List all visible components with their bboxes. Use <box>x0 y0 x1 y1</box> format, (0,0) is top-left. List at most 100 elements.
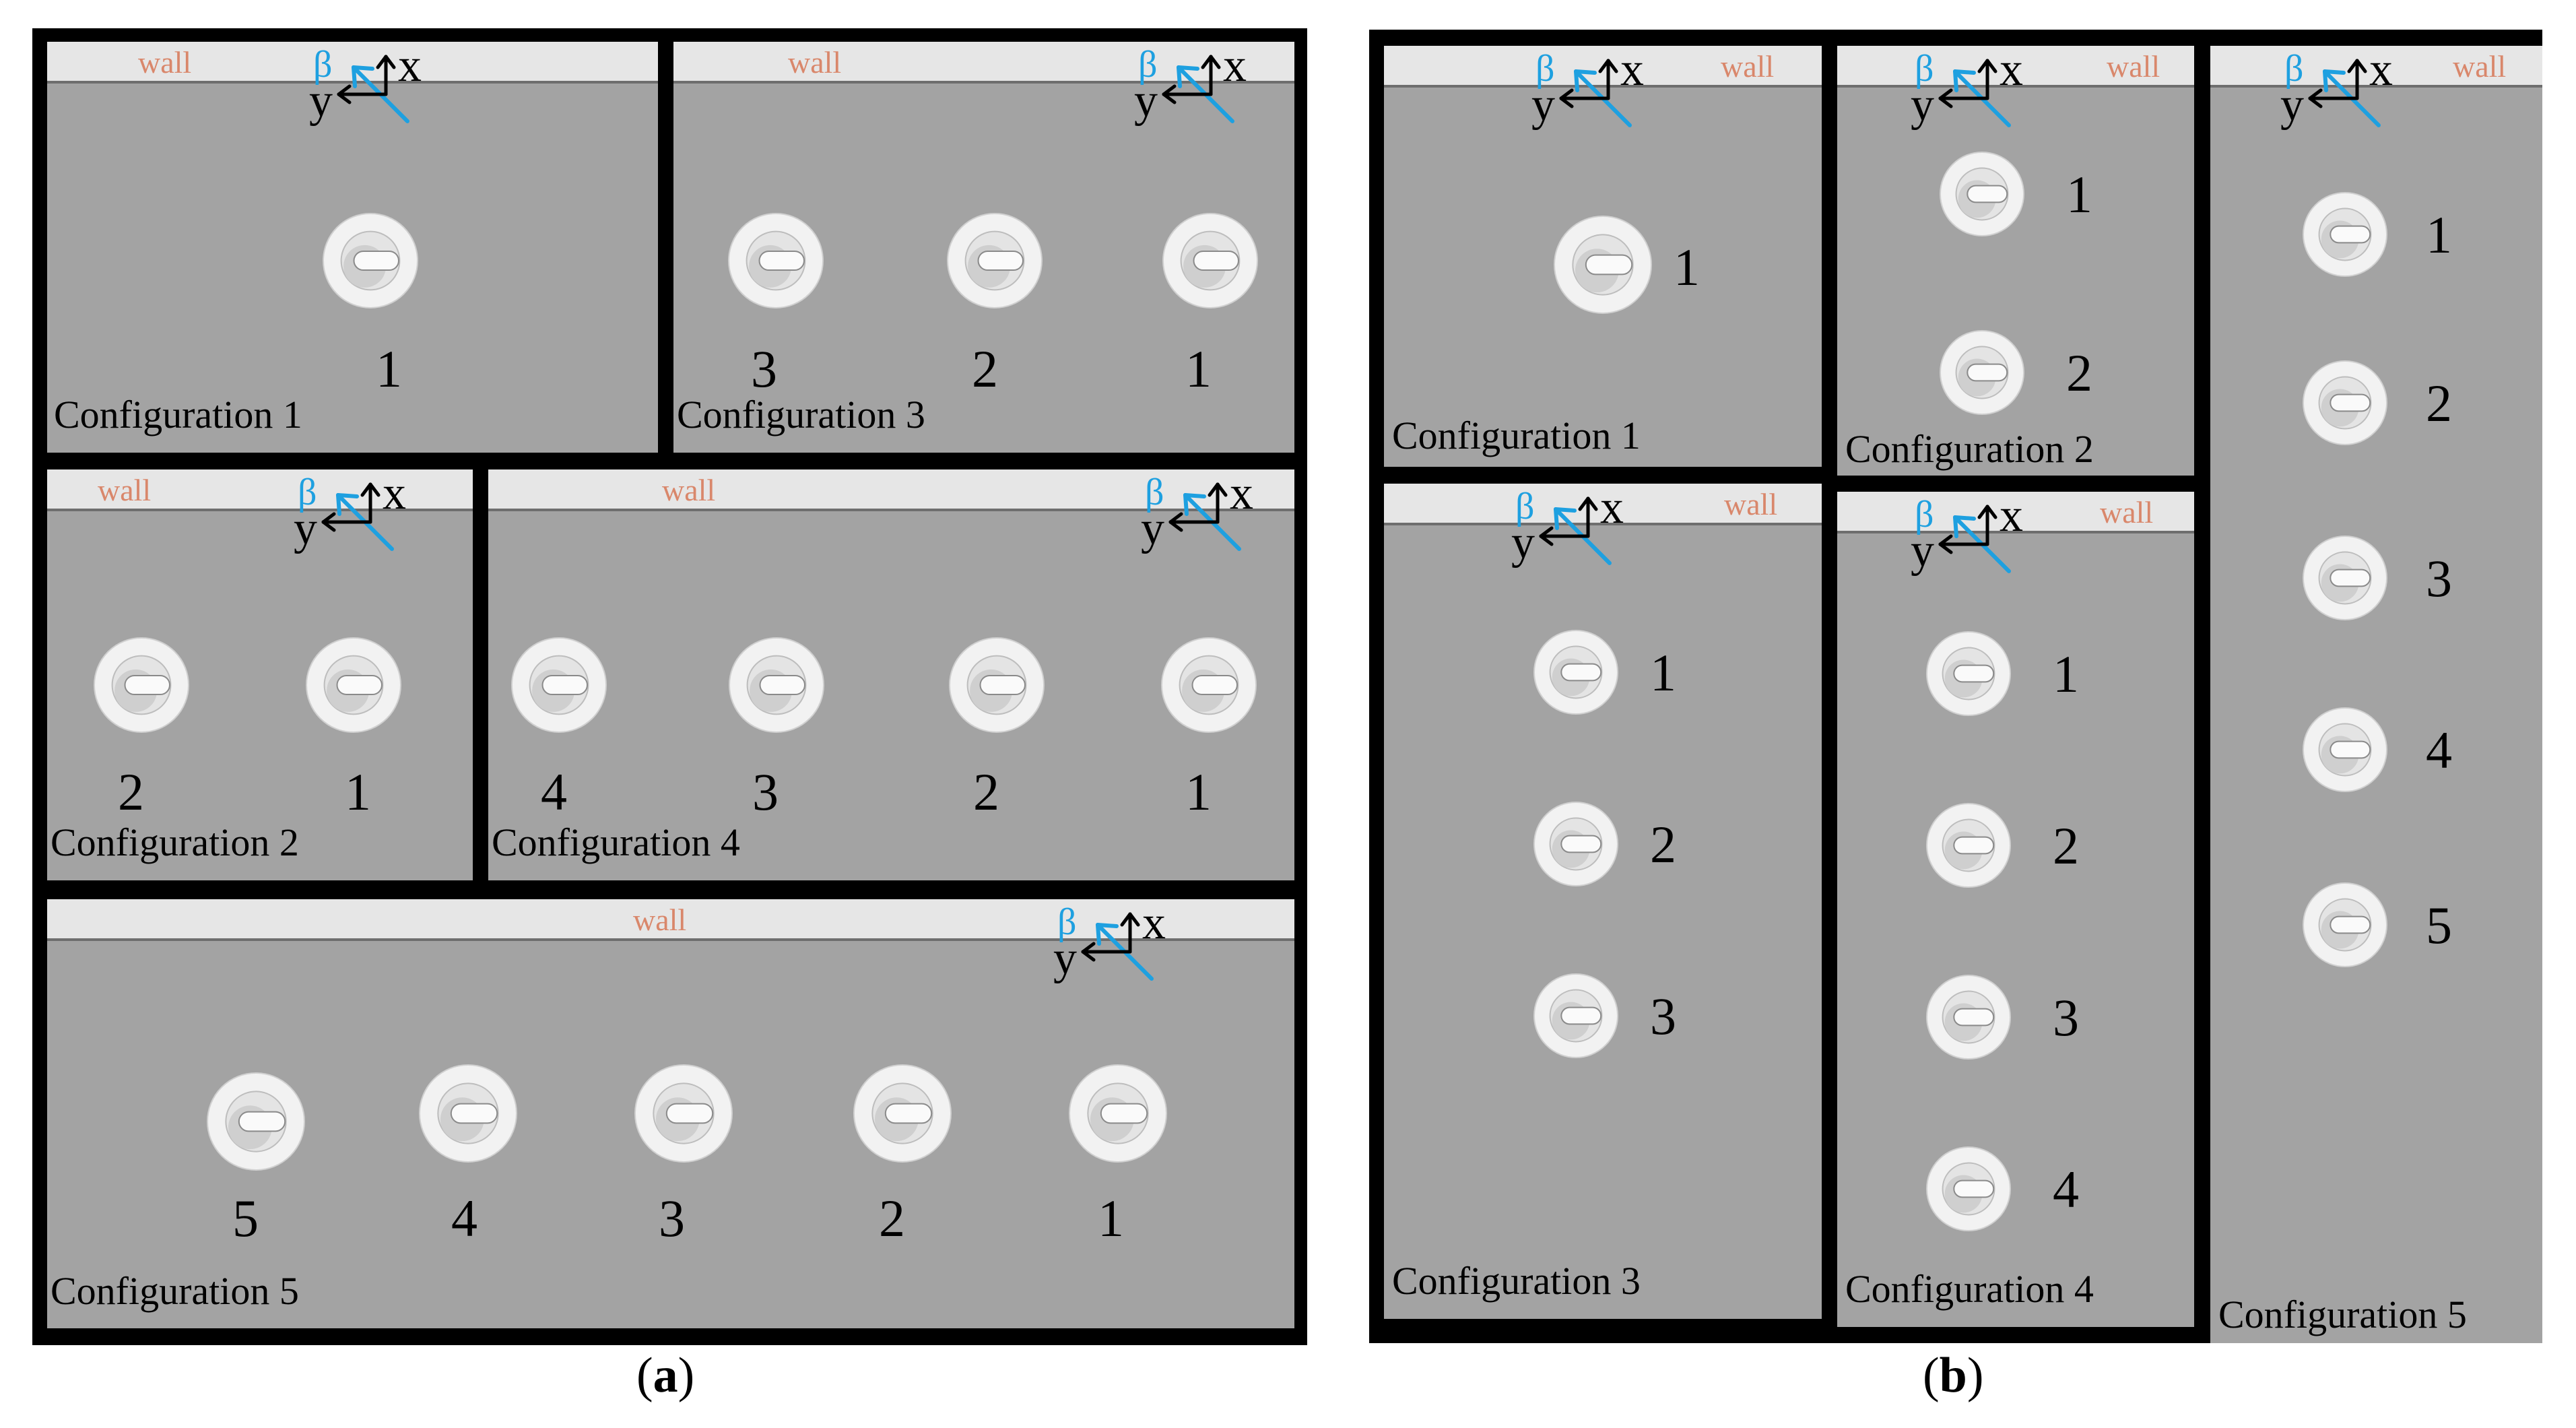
cylinder-number: 2 <box>972 339 998 398</box>
configuration-label: Configuration 4 <box>492 820 740 864</box>
cylinder-number: 1 <box>1674 238 1700 296</box>
wall-label: wall <box>2107 49 2160 84</box>
cylinder-number: 3 <box>2053 988 2079 1047</box>
cylinder-icon <box>417 1062 519 1165</box>
axis-arrows-icon <box>1539 496 1612 565</box>
cylinder-number: 5 <box>2426 896 2452 954</box>
cylinder-number: 3 <box>1650 987 1676 1045</box>
cylinder-icon <box>1924 629 2013 718</box>
wall-label: wall <box>138 45 192 79</box>
cylinder-number: 1 <box>2053 645 2079 703</box>
wall-bar <box>1384 484 1822 525</box>
configuration-label: Configuration 3 <box>677 393 925 436</box>
wall-label: wall <box>2453 49 2507 84</box>
axis-arrows-icon <box>1168 482 1241 551</box>
cylinder-number: 1 <box>1650 643 1676 702</box>
wall-label: wall <box>633 903 687 937</box>
beta-label: β <box>1138 44 1158 86</box>
cylinder-number: 2 <box>118 762 144 821</box>
cylinder-icon <box>1924 973 2013 1062</box>
x-axis-label: x <box>383 469 406 519</box>
cylinder-number: 4 <box>2426 721 2452 779</box>
cylinder-icon <box>2301 358 2389 447</box>
wall-label: wall <box>788 45 842 79</box>
cylinder-icon <box>632 1062 735 1165</box>
cylinder-icon <box>2301 880 2389 969</box>
wall-bar <box>2210 46 2542 88</box>
axis-arrows-icon <box>2308 59 2381 127</box>
cylinder-number: 3 <box>2426 549 2452 608</box>
x-axis-label: x <box>398 42 422 92</box>
beta-label: β <box>1915 48 1934 90</box>
caption-b: (b) <box>1923 1348 1984 1403</box>
caption-a: (a) <box>636 1348 695 1403</box>
wall-bar <box>1837 46 2194 88</box>
beta-label: β <box>1915 494 1934 536</box>
wall-bar <box>1837 492 2194 533</box>
x-axis-label: x <box>1600 484 1624 533</box>
cylinder-number: 1 <box>1185 762 1212 821</box>
configuration-label: Configuration 3 <box>1392 1259 1641 1303</box>
x-axis-label: x <box>2000 46 2023 96</box>
axis-arrows-icon <box>337 55 409 123</box>
beta-label: β <box>1515 486 1535 527</box>
axis-arrows-icon <box>321 482 394 551</box>
axis-arrows-icon <box>1938 59 2011 127</box>
wall-label: wall <box>1721 49 1775 84</box>
cylinder-number: 4 <box>451 1189 477 1247</box>
axis-arrows-icon <box>1081 912 1154 981</box>
cylinder-icon <box>321 211 420 311</box>
axis-arrows-icon <box>1559 59 1632 127</box>
cylinder-icon <box>92 635 191 735</box>
cylinder-icon <box>2301 705 2389 794</box>
wall-label: wall <box>2100 495 2154 529</box>
cylinder-number: 1 <box>2426 205 2452 264</box>
cylinder-icon <box>945 211 1045 311</box>
y-axis-label: y <box>1511 517 1535 569</box>
cylinder-icon <box>947 635 1047 735</box>
cylinder-icon <box>1160 211 1260 311</box>
cylinder-icon <box>1067 1062 1169 1165</box>
wall-label: wall <box>662 473 716 507</box>
wall-bar <box>47 899 1294 941</box>
configuration-label: Configuration 1 <box>54 393 302 436</box>
y-axis-label: y <box>309 75 333 127</box>
cylinder-icon <box>727 635 826 735</box>
y-axis-label: y <box>1911 79 1934 131</box>
wall-bar <box>47 469 473 511</box>
beta-label: β <box>298 472 317 513</box>
cylinder-number: 1 <box>376 339 402 398</box>
y-axis-label: y <box>294 502 317 554</box>
beta-label: β <box>313 44 333 86</box>
x-axis-label: x <box>1142 899 1166 949</box>
cylinder-number: 2 <box>2053 816 2079 875</box>
cylinder-number: 3 <box>751 339 777 398</box>
configuration-label: Configuration 4 <box>1845 1267 2094 1311</box>
cylinder-number: 2 <box>2066 344 2092 402</box>
axis-arrows-icon <box>1938 505 2011 573</box>
x-axis-label: x <box>2000 492 2023 542</box>
cylinder-number: 1 <box>2066 165 2092 224</box>
cylinder-number: 2 <box>1650 815 1676 874</box>
wall-bar <box>673 42 1294 84</box>
x-axis-label: x <box>2369 46 2393 96</box>
configuration-label: Configuration 5 <box>51 1269 299 1313</box>
y-axis-label: y <box>1141 502 1164 554</box>
beta-label: β <box>2284 48 2304 90</box>
cylinder-icon <box>2301 190 2389 279</box>
cylinder-icon <box>1531 800 1620 888</box>
